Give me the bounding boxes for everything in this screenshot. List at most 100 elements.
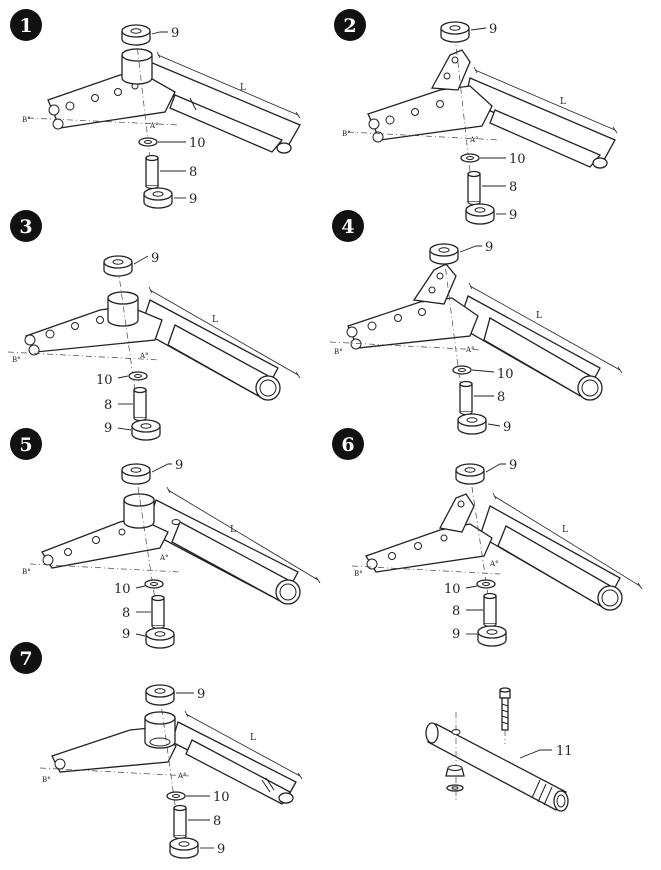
wishbone-arm [346,263,479,350]
top-bearing [121,463,151,485]
washer [144,579,164,589]
bottom-bearing [477,625,507,647]
callout-9-top: 9 [175,458,183,473]
dimension-label: L [230,525,236,535]
callout-10: 10 [213,790,230,805]
panel-5: 5 L A° B° [10,428,321,649]
callout-9-top: 9 [197,687,205,702]
callout-9-bottom: 9 [509,208,517,223]
wishbone-arm [24,291,163,356]
angle-b-label: B° [42,776,51,784]
callout-10: 10 [96,373,113,388]
angle-b-label: B° [12,356,21,364]
panel-badge: 4 [332,210,364,242]
top-bearing [121,24,151,46]
callout-9-top: 9 [151,251,159,266]
top-bearing [440,21,470,43]
panel-badge: 5 [10,428,42,460]
washer [138,137,158,147]
bushing [133,386,147,422]
wishbone-arm [47,48,176,130]
bushing [173,804,187,840]
panel-number: 5 [19,434,32,456]
angle-a-label: A° [469,136,479,144]
bushing [151,594,165,630]
bottom-bearing [457,413,487,435]
dimension-l: L [473,66,618,134]
angle-a-label: A° [139,352,149,360]
panel-number: 6 [341,434,354,456]
axle-housing [479,505,623,611]
callout-9-bottom: 9 [503,420,511,435]
dimension-label: L [240,83,246,93]
angle-a-label: A° [177,772,187,780]
bottom-bearing [131,419,161,441]
dimension-l: L [468,282,623,374]
panel-2: 2 L A° B° [334,9,618,225]
axle-tube [425,722,569,812]
callout-8: 8 [213,814,221,829]
axle-housing [464,77,616,169]
angle-a-label: A° [159,554,169,562]
axle-housing [171,721,297,805]
panel-badge: 6 [332,428,364,460]
callout-10: 10 [509,152,526,167]
angle-b-label: B° [354,570,363,578]
callout-9-top: 9 [489,22,497,37]
callout-10: 10 [114,582,131,597]
axle-housing [145,499,301,605]
bushing [459,380,473,416]
callout-9-bottom: 9 [104,421,112,436]
bottom-bearing [465,203,495,225]
panel-number: 2 [343,15,356,37]
panel-number: 3 [19,216,32,238]
wishbone-arm [41,493,169,569]
panel-3: 3 L A° B° [7,210,301,441]
callout-10: 10 [189,136,206,151]
axle-housing [457,295,603,401]
callout-8: 8 [509,180,517,195]
panel-1: 1 L A° B° [10,9,301,209]
callout-9-top: 9 [171,26,179,41]
panel-number: 7 [19,648,32,670]
washer [128,371,148,381]
top-bearing [145,684,175,706]
top-bearing [103,255,133,277]
panel-7: 7 L A° B° 9 [10,642,303,859]
washer [476,579,496,589]
callout-9-top: 9 [485,240,493,255]
axle-tube-assembly: 11 [425,687,573,812]
angle-b-label: B° [22,116,31,124]
axle-housing [145,61,301,154]
callout-10: 10 [444,582,461,597]
angle-b-label: B° [334,348,343,356]
bottom-bearing [169,837,199,859]
panel-badge: 7 [10,642,42,674]
callout-8: 8 [497,390,505,405]
callout-9-bottom: 9 [189,192,197,207]
angle-b-label: B° [342,130,351,138]
dimension-label: L [250,733,256,743]
dimension-label: L [560,97,566,107]
callout-8: 8 [189,165,197,180]
callout-8: 8 [104,398,112,413]
callout-8: 8 [452,604,460,619]
bushing [483,592,497,628]
callout-10: 10 [497,367,514,382]
panel-6: 6 L A° B° 9 [332,428,643,647]
angle-a-label: A° [149,122,159,130]
callout-8: 8 [122,606,130,621]
top-bearing [429,243,459,265]
dimension-label: L [212,315,218,325]
dimension-label: L [562,525,568,535]
dimension-l: L [184,710,303,780]
top-bearing [455,463,485,485]
bottom-bearing [143,187,173,209]
panel-badge: 2 [334,9,366,41]
panel-number: 1 [19,15,32,37]
washer [452,365,472,375]
angle-a-label: A° [465,346,475,354]
lock-washer [446,784,464,792]
wishbone-arm [365,493,493,573]
